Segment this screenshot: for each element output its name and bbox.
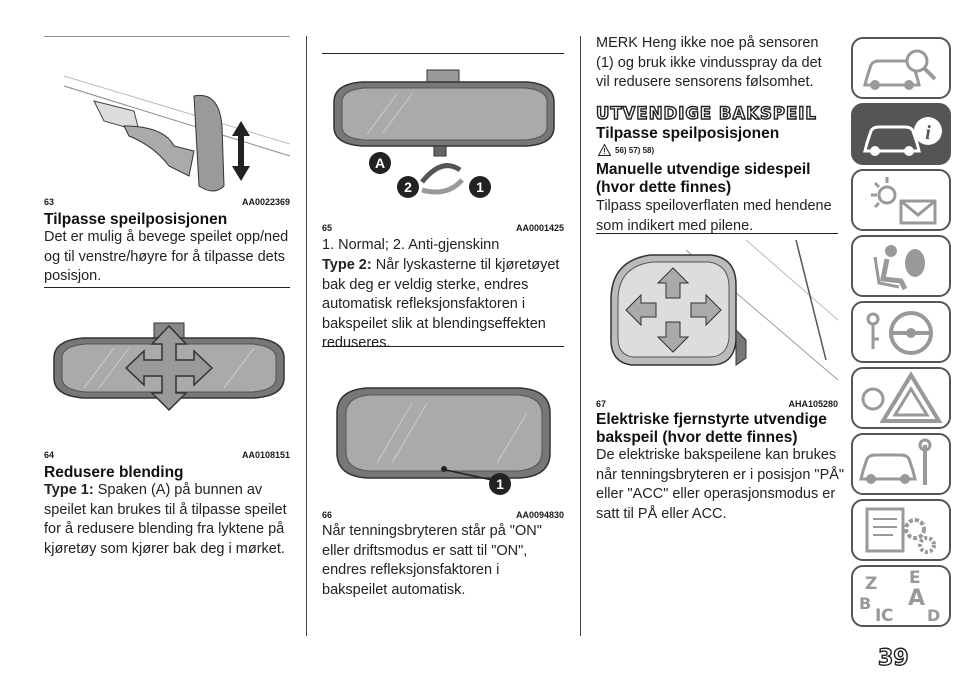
paragraph-adjust-mirror: Det er mulig å bevege speilet opp/ned og…	[44, 229, 289, 284]
svg-text:A: A	[908, 586, 925, 611]
paragraph-electric: De elektriske bakspeilene kan brukes når…	[596, 447, 845, 522]
figure-66-number: 66	[322, 510, 333, 520]
svg-text:D: D	[927, 606, 940, 625]
label-1: 1	[476, 179, 484, 195]
page-number: 39	[877, 645, 909, 671]
tab-safety[interactable]	[851, 235, 951, 297]
warning-icon	[598, 144, 611, 156]
figure-63-number: 63	[44, 197, 55, 207]
label-a: A	[375, 155, 385, 171]
tab-warning-lights[interactable]	[851, 169, 951, 231]
alphabet-index-icon: Z E A B C D I	[859, 568, 940, 625]
heading-adjust-outer: Tilpasse speilposisjonen	[596, 125, 780, 142]
side-mirror-arrows-illustration	[610, 239, 839, 381]
type1-label: Type 1:	[44, 482, 94, 498]
section-heading: UTVENDIGE BAKSPEIL	[595, 103, 817, 123]
heading-manual-mirrors: Manuelle utvendige sidespeil (hvor dette…	[596, 161, 811, 196]
svg-text:I: I	[875, 606, 881, 625]
steering-wheel-key-icon	[866, 311, 933, 355]
paragraph-ignition: Når tenningsbryteren står på "ON" eller …	[322, 523, 542, 598]
tab-car-search[interactable]	[851, 37, 951, 99]
type1-text: Spaken (A) på bunnen av speilet kan bruk…	[44, 482, 287, 557]
figure-64-code: AA0108151	[241, 450, 290, 460]
paragraph-type2: Type 2: Når lyskasterne til kjøretøyet b…	[322, 256, 567, 354]
svg-text:Z: Z	[865, 574, 877, 594]
svg-text:C: C	[881, 606, 893, 625]
warning-refs: 56) 57) 58)	[598, 144, 654, 156]
figure-65-code: AA0001425	[515, 223, 564, 233]
seat-airbag-icon	[873, 245, 925, 291]
label-2: 2	[404, 179, 412, 195]
tab-maintenance[interactable]	[851, 433, 951, 495]
car-search-icon	[863, 49, 937, 90]
car-wrench-icon	[859, 438, 932, 485]
tab-starting-driving[interactable]	[851, 301, 951, 363]
figure-65-number: 65	[322, 223, 333, 233]
svg-text:E: E	[909, 568, 921, 588]
car-info-icon: i	[863, 117, 942, 156]
paragraph-note: MERK Heng ikke noe på sensoren (1) og br…	[596, 35, 822, 90]
warning-lights-envelope-icon	[871, 177, 937, 225]
heading-adjust-mirror: Tilpasse speilposisjonen	[44, 211, 228, 228]
figure-63-code: AA0022369	[241, 197, 290, 207]
figure-66: 1	[322, 378, 564, 506]
tab-car-info[interactable]: i	[851, 103, 951, 165]
rearview-mirror-lever-illustration: A 2 1	[333, 69, 555, 198]
label-sensor: 1	[496, 476, 504, 492]
heading-reduce-glare: Redusere blending	[44, 464, 184, 481]
tab-technical-data[interactable]	[851, 499, 951, 561]
paragraph-manual: Tilpass speiloverflaten med hendene som …	[596, 198, 832, 234]
rearview-mirror-arrows-illustration	[53, 322, 285, 412]
figure-67-code: AHA105280	[788, 399, 838, 409]
type2-label: Type 2:	[322, 257, 372, 273]
warning-triangle-icon	[861, 371, 943, 423]
paragraph-normal-antiglare: 1. Normal; 2. Anti-gjenskinn	[322, 237, 500, 253]
heading-electric-mirrors: Elektriske fjernstyrte utvendige bakspei…	[596, 411, 827, 446]
mirror-mount-illustration	[44, 35, 291, 192]
svg-text:i: i	[925, 122, 931, 144]
figure-67	[596, 239, 839, 390]
auto-dimming-mirror-illustration: 1	[336, 387, 551, 495]
figure-63	[44, 35, 291, 196]
figure-66-code: AA0094830	[515, 510, 564, 520]
figure-65: A 2 1	[322, 62, 564, 220]
figure-64-number: 64	[44, 450, 55, 460]
figure-64	[44, 318, 290, 446]
paragraph-type1: Type 1: Spaken (A) på bunnen av speilet …	[44, 481, 296, 559]
svg-text:B: B	[859, 594, 871, 613]
tab-index[interactable]: Z E A B C D I	[851, 565, 951, 627]
figure-67-number: 67	[596, 399, 607, 409]
type2-text: Når lyskasterne til kjøretøyet bak deg e…	[322, 257, 560, 351]
warning-refs-text: 56) 57) 58)	[615, 145, 655, 155]
tab-emergency[interactable]	[851, 367, 951, 429]
document-gears-icon	[865, 507, 936, 554]
